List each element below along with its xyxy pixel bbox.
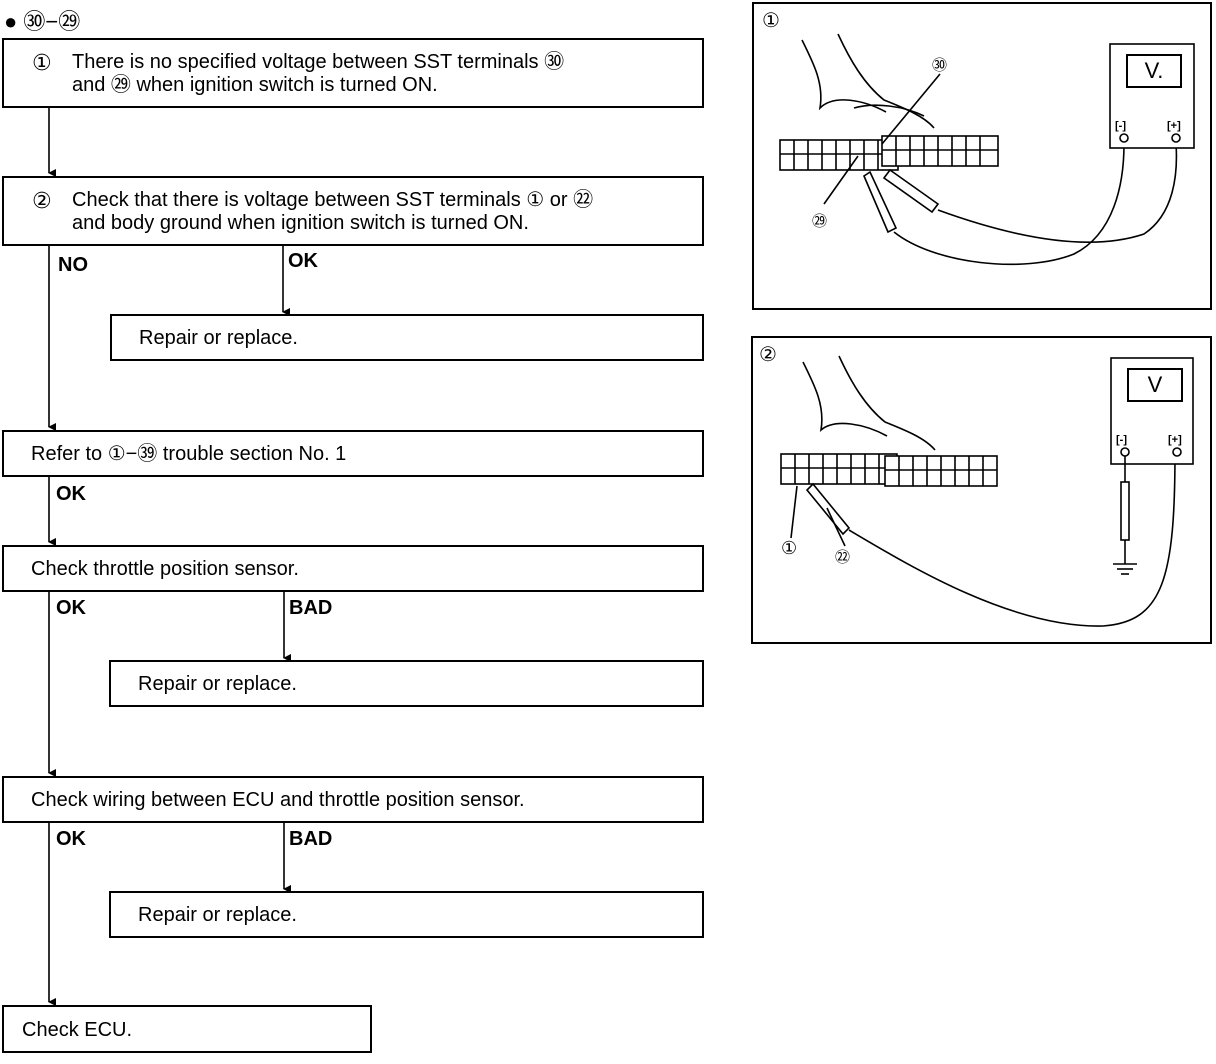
- step-1-number: ①: [32, 50, 52, 75]
- panel-1-tag: ①: [762, 10, 780, 32]
- ecu-check-text: Check ECU.: [22, 1019, 133, 1041]
- terminal-callout-29: ㉙: [812, 213, 828, 230]
- negative-terminal-label-1: [-]: [1115, 120, 1126, 132]
- refer-box: Refer to ①−㊴ trouble section No. 1: [2, 430, 704, 477]
- wiring-check-box: Check wiring between ECU and throttle po…: [2, 776, 704, 823]
- illustration-panel-1: ① V. [-] [+] ㉚ ㉙: [752, 2, 1212, 310]
- repair-text-3: Repair or replace.: [138, 904, 297, 926]
- step-2-text: Check that there is voltage between SST …: [72, 189, 594, 234]
- negative-terminal-label-2: [-]: [1116, 434, 1127, 446]
- ecu-check-box: Check ECU.: [2, 1005, 372, 1053]
- connector-probe-illustration-2: [780, 355, 1194, 627]
- connector-probe-illustration-1: [779, 33, 1195, 266]
- branch-label-ok: OK: [288, 250, 318, 272]
- branch-label-ok: OK: [56, 597, 86, 619]
- repair-text-1: Repair or replace.: [139, 327, 298, 349]
- branch-label-bad: BAD: [289, 597, 333, 619]
- terminal-callout-1: ①: [781, 538, 798, 558]
- illustration-panel-2: ② V [-] [+] ① ㉒: [751, 336, 1212, 644]
- positive-terminal-label-2: [+]: [1168, 434, 1182, 446]
- bullet-icon: ●: [4, 9, 18, 34]
- branch-label-ok: OK: [56, 828, 86, 850]
- diagnostic-code: ㉚−㉙: [23, 9, 81, 34]
- step-1-box: ① There is no specified voltage between …: [2, 38, 704, 108]
- step-2-number: ②: [32, 188, 52, 213]
- step-1-text: There is no specified voltage between SS…: [72, 51, 565, 96]
- branch-label-no: NO: [58, 254, 88, 276]
- terminal-callout-30: ㉚: [932, 57, 948, 74]
- tps-check-text: Check throttle position sensor.: [31, 558, 299, 580]
- positive-terminal-label-1: [+]: [1167, 120, 1181, 132]
- step-2-box: ② Check that there is voltage between SS…: [2, 176, 704, 246]
- diagnostic-code-header: ● ㉚−㉙: [4, 4, 80, 36]
- panel-2-tag: ②: [759, 344, 777, 366]
- voltmeter-display-1: V.: [1126, 54, 1182, 88]
- branch-label-bad: BAD: [289, 828, 333, 850]
- repair-box-3: Repair or replace.: [109, 891, 704, 938]
- repair-text-2: Repair or replace.: [138, 673, 297, 695]
- branch-label-ok: OK: [56, 483, 86, 505]
- tps-check-box: Check throttle position sensor.: [2, 545, 704, 592]
- terminal-callout-22: ㉒: [835, 549, 851, 566]
- voltmeter-display-2: V: [1127, 368, 1183, 402]
- repair-box-1: Repair or replace.: [110, 314, 704, 361]
- refer-text: Refer to ①−㊴ trouble section No. 1: [31, 443, 347, 465]
- wiring-check-text: Check wiring between ECU and throttle po…: [31, 789, 525, 811]
- repair-box-2: Repair or replace.: [109, 660, 704, 707]
